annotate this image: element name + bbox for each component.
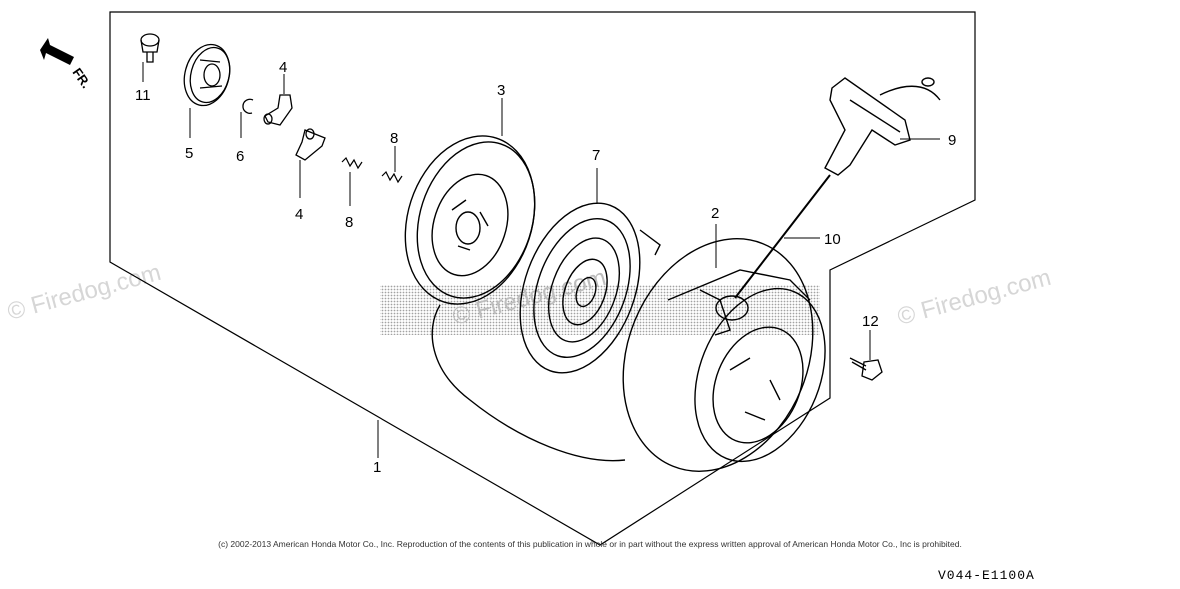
part-5-ratchet-guide bbox=[183, 43, 231, 107]
callout-10: 10 bbox=[824, 231, 841, 248]
diagram-code: V044-E1100A bbox=[938, 568, 1035, 583]
callout-2: 2 bbox=[711, 205, 719, 222]
callout-8-upper: 8 bbox=[390, 130, 398, 147]
callout-3: 3 bbox=[497, 82, 505, 99]
part-4-ratchet-upper bbox=[263, 94, 293, 126]
part-4-ratchet-lower bbox=[295, 128, 326, 161]
callout-12: 12 bbox=[862, 313, 879, 330]
watermark-band bbox=[380, 285, 820, 335]
copyright-notice: (c) 2002-2013 American Honda Motor Co., … bbox=[218, 539, 962, 549]
part-9-starter-grip bbox=[824, 77, 941, 176]
callout-1: 1 bbox=[373, 459, 381, 476]
part-8-spring-lower bbox=[341, 156, 363, 170]
callout-4-lower: 4 bbox=[295, 206, 303, 223]
callout-6: 6 bbox=[236, 148, 244, 165]
front-marker-label: FR. bbox=[70, 65, 94, 91]
callout-11: 11 bbox=[135, 87, 151, 104]
watermark-left: © Firedog.com bbox=[5, 259, 164, 326]
part-1-rope-loop bbox=[431, 304, 626, 462]
part-11-bolt bbox=[140, 33, 160, 63]
part-12-flange-bolt bbox=[849, 357, 883, 381]
callout-7: 7 bbox=[592, 147, 600, 164]
callout-4-upper: 4 bbox=[279, 59, 287, 76]
part-10-starter-rope bbox=[734, 174, 831, 299]
part-7-recoil-spring bbox=[519, 202, 661, 374]
assembly-boundary bbox=[109, 11, 976, 546]
callout-5: 5 bbox=[185, 145, 193, 162]
part-2-starter-case bbox=[622, 238, 826, 472]
watermark-right: © Firedog.com bbox=[895, 264, 1054, 331]
callout-8-lower: 8 bbox=[345, 214, 353, 231]
part-8-spring-upper bbox=[381, 170, 403, 184]
front-arrow-icon bbox=[40, 38, 74, 65]
part-3-reel bbox=[404, 135, 536, 305]
callout-9: 9 bbox=[948, 132, 956, 149]
part-6-clip bbox=[242, 98, 254, 114]
